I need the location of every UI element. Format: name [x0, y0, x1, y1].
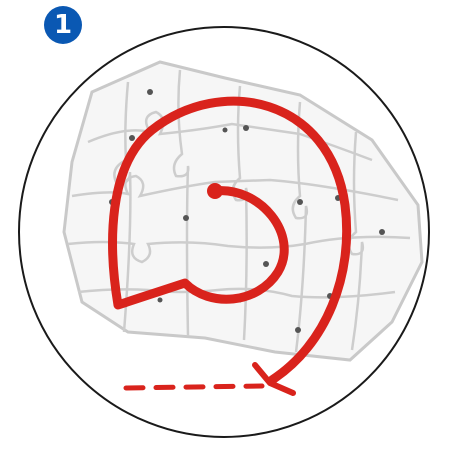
- step-number-badge: 1: [44, 6, 82, 44]
- spiral-start-dot: [207, 183, 223, 199]
